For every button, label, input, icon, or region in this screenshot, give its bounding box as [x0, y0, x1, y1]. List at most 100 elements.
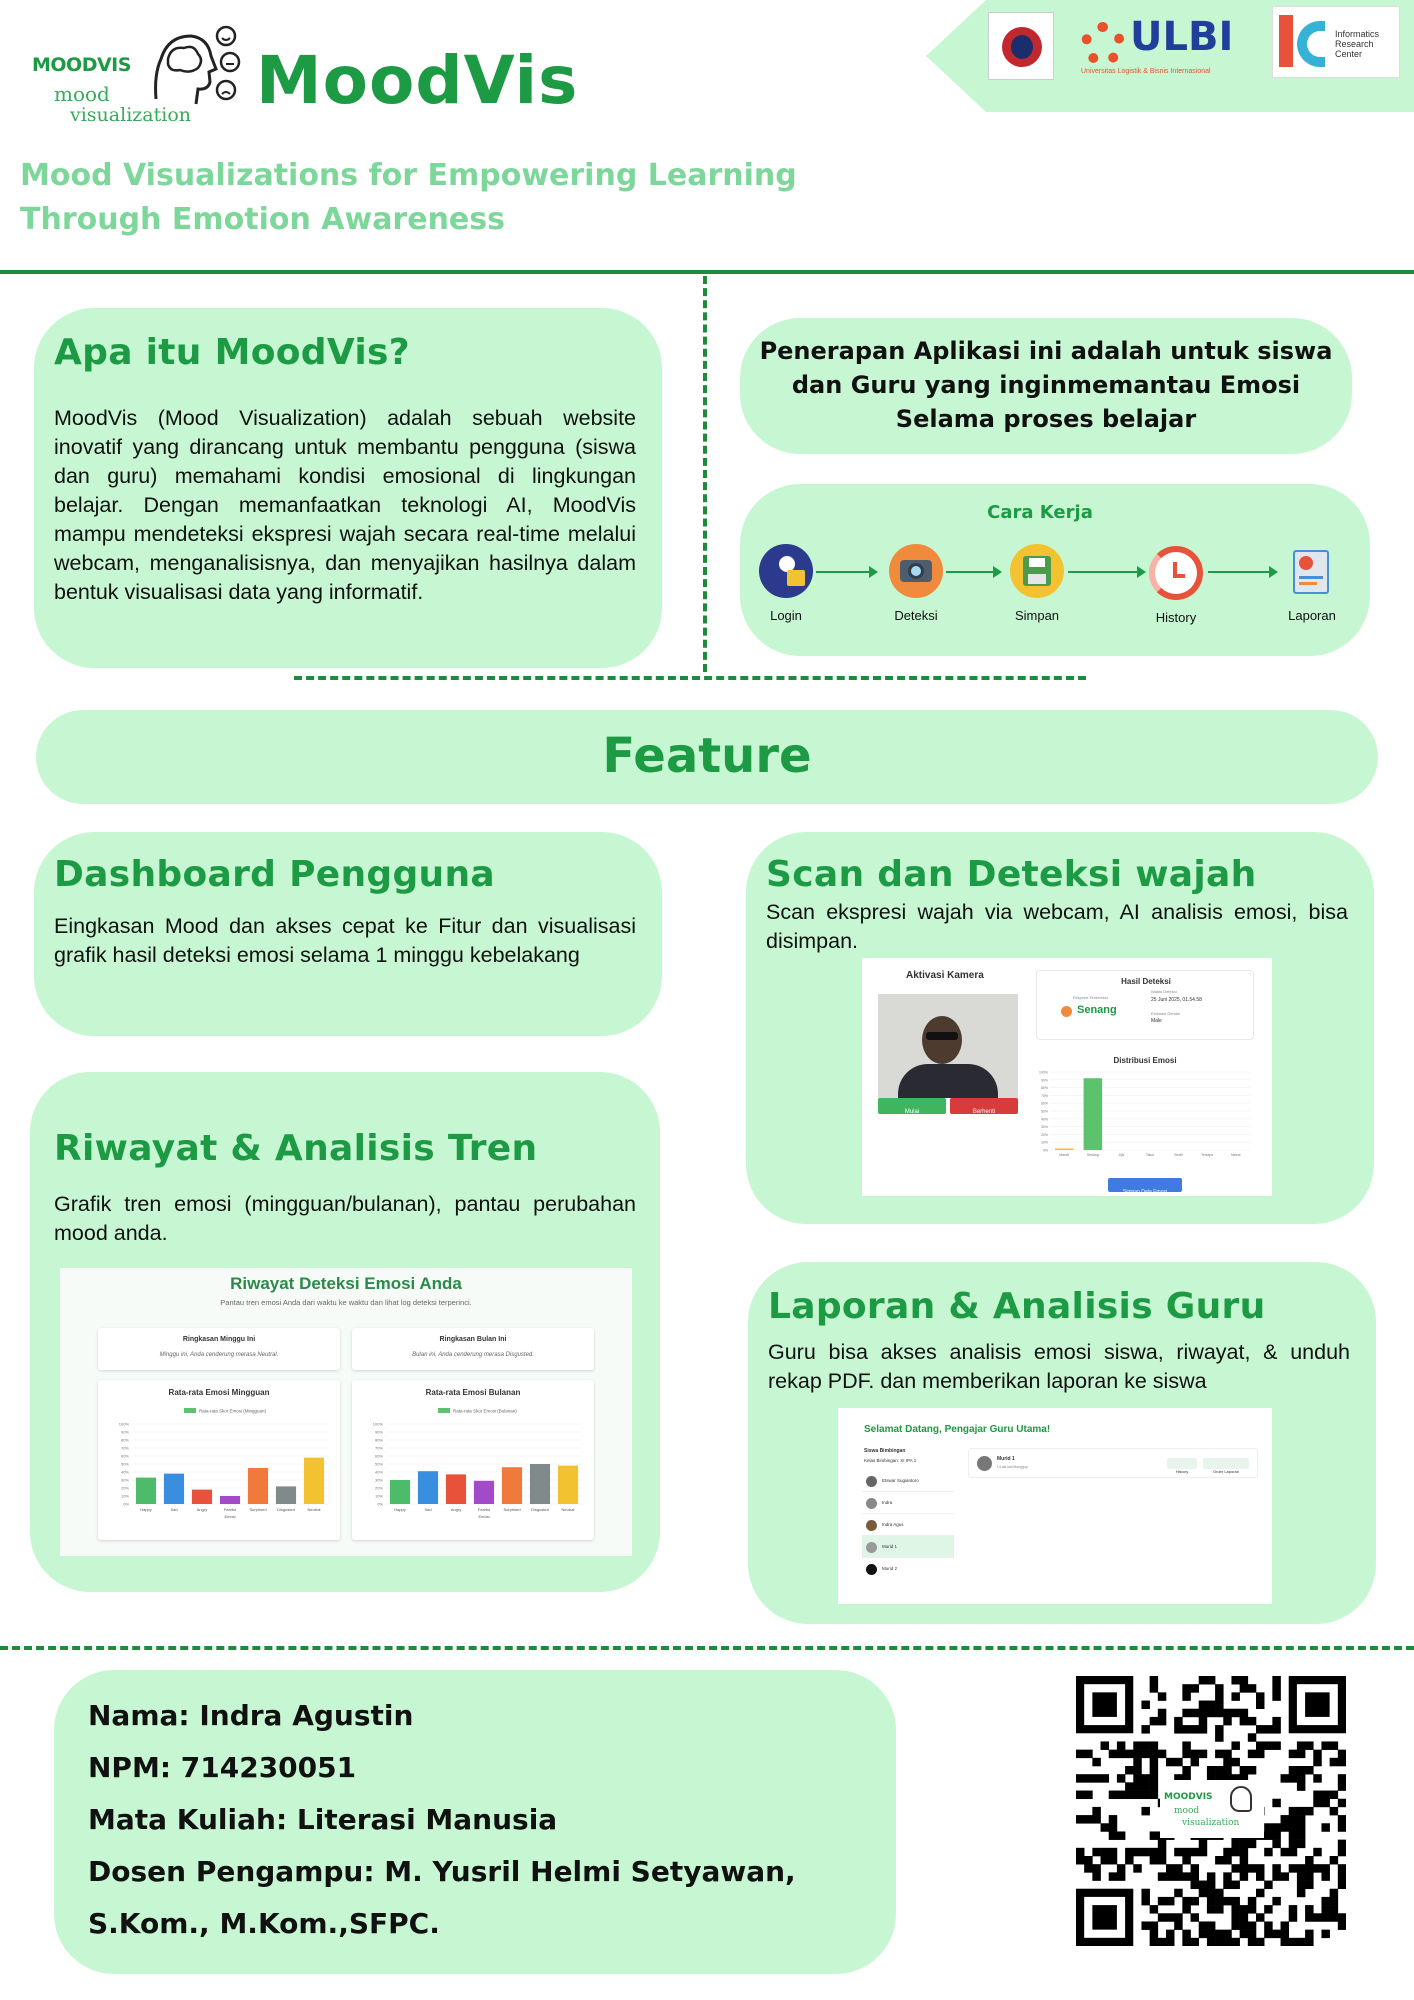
legend-label: Rata-rata Skor Emosi (Bulanan): [453, 1409, 517, 1414]
qr-module: [1198, 1921, 1208, 1930]
qr-module: [1198, 1847, 1208, 1857]
weekly-emotion-chart: Rata-rata Skor Emosi (Mingguan)0%10%20%3…: [119, 1408, 328, 1519]
save-emotion-label: Simpan Data Emosi: [1122, 1189, 1168, 1195]
qr-module: [1288, 1774, 1298, 1783]
start-camera-button[interactable]: Mulai: [878, 1098, 946, 1115]
history-shot-subtitle: Pantau tren emosi Anda dari waktu ke wak…: [220, 1298, 472, 1307]
qr-module: [1206, 1896, 1216, 1906]
qr-module: [1100, 1847, 1110, 1857]
qr-module: [1264, 1847, 1273, 1857]
y-tick-label: 70%: [1041, 1094, 1048, 1098]
qr-module: [1206, 1872, 1216, 1881]
qr-module: [1231, 1864, 1240, 1873]
qr-module: [1272, 1741, 1281, 1750]
author-info: Nama: Indra Agustin NPM: 714230051 Mata …: [88, 1690, 796, 1950]
qr-module: [1288, 1815, 1298, 1824]
student-item[interactable]: Indra: [862, 1492, 954, 1514]
monthly-chart-head: Rata-rata Emosi Bulanan: [425, 1388, 521, 1397]
qr-module: [1337, 1847, 1346, 1857]
emotion-label: Ekspresi Terdeteksi: [1073, 995, 1108, 1000]
qr-module: [1215, 1684, 1224, 1693]
qr-module: [1206, 1774, 1216, 1783]
qr-module: [1149, 1782, 1159, 1791]
qr-module: [1166, 1872, 1175, 1881]
selected-student-name: Murid 1: [997, 1456, 1015, 1462]
qr-module: [1296, 1880, 1306, 1890]
workflow-step-label: History: [1155, 610, 1197, 625]
qr-module: [1223, 1937, 1232, 1946]
teacher-title: Laporan & Analisis Guru: [768, 1286, 1266, 1327]
qr-module: [1133, 1749, 1142, 1759]
qr-module: [1264, 1921, 1273, 1930]
qr-module: [1190, 1708, 1200, 1718]
y-tick-label: 90%: [1041, 1078, 1048, 1082]
qr-module: [1247, 1716, 1257, 1726]
report-icon: [1285, 544, 1339, 598]
teacher-welcome: Selamat Datang, Pengajar Guru Utama!: [864, 1424, 1051, 1435]
history-button[interactable]: History: [1167, 1458, 1197, 1474]
qr-module: [1125, 1790, 1134, 1800]
bar: [417, 1471, 439, 1504]
qr-module: [1313, 1913, 1322, 1922]
workflow-step-label: Deteksi: [894, 608, 938, 623]
monthly-emotion-chart: Rata-rata Skor Emosi (Bulanan)0%10%20%30…: [373, 1408, 582, 1519]
qr-module: [1247, 1839, 1257, 1849]
order-report-button[interactable]: Order Laporan: [1203, 1458, 1249, 1474]
qr-module: [1247, 1864, 1257, 1873]
scan-title: Scan dan Deteksi wajah: [766, 854, 1257, 895]
qr-module: [1206, 1708, 1216, 1718]
qr-module: [1305, 1806, 1314, 1816]
qr-module: [1329, 1806, 1339, 1816]
student-item-selected[interactable]: Murid 1: [862, 1536, 954, 1558]
qr-module: [1116, 1774, 1126, 1783]
student-item[interactable]: Etswar Sugiantoro: [862, 1470, 954, 1492]
stop-camera-button[interactable]: Berhenti: [950, 1098, 1018, 1115]
qr-code[interactable]: MOODVIS mood visualization: [1076, 1676, 1346, 1946]
qr-module: [1141, 1725, 1150, 1734]
qr-module: [1149, 1684, 1159, 1693]
avatar: [866, 1520, 877, 1531]
monthly-summary-card: Ringkasan Bulan Ini Bulan ini, Anda cend…: [352, 1328, 594, 1370]
x-tick-label: Fearful: [478, 1507, 491, 1512]
qr-module: [1190, 1896, 1200, 1906]
bar: [389, 1480, 411, 1504]
qr-module: [1256, 1700, 1265, 1710]
qr-module: [1296, 1839, 1306, 1849]
weekly-chart-head: Rata-rata Emosi Mingguan: [168, 1388, 270, 1397]
qr-module: [1231, 1896, 1240, 1906]
qr-module: [1198, 1839, 1208, 1849]
qr-module: [1116, 1831, 1126, 1840]
qr-module: [1149, 1741, 1159, 1750]
student-item[interactable]: Indra Agus: [862, 1514, 954, 1536]
qr-module: [1133, 1790, 1142, 1800]
y-tick-label: 0%: [123, 1502, 129, 1507]
qr-module: [1329, 1905, 1339, 1914]
happy-face-icon: [1061, 1006, 1072, 1017]
qr-module: [1313, 1798, 1322, 1808]
scan-card: Scan dan Deteksi wajah Scan ekspresi waj…: [746, 832, 1374, 1224]
history-button-label: History: [1175, 1469, 1189, 1474]
save-emotion-button[interactable]: Simpan Data Emosi: [1108, 1178, 1182, 1195]
qr-module: [1223, 1757, 1232, 1767]
qr-module: [1313, 1757, 1322, 1767]
logo-visualization-text: visualization: [70, 104, 192, 126]
x-tick-label: Neutral: [562, 1507, 575, 1512]
qr-module: [1337, 1823, 1346, 1832]
workflow-arrow: [816, 566, 878, 578]
qr-module: [1239, 1766, 1249, 1775]
x-tick-label: Takut: [1146, 1153, 1154, 1157]
about-text: MoodVis (Mood Visualization) adalah sebu…: [54, 406, 636, 604]
qr-module: [1223, 1847, 1232, 1857]
qr-module: [1288, 1864, 1298, 1873]
qr-module: [1247, 1937, 1257, 1946]
qr-module: [1321, 1905, 1330, 1914]
qr-module: [1337, 1872, 1346, 1881]
student-item[interactable]: Murid 2: [862, 1558, 954, 1580]
qr-module: [1215, 1733, 1224, 1742]
y-tick-label: 80%: [121, 1438, 129, 1443]
qr-module: [1190, 1913, 1200, 1922]
workflow-arrow: [1208, 566, 1278, 578]
qr-module: [1231, 1905, 1240, 1914]
footer-divider: [0, 1646, 1414, 1650]
qr-module: [1157, 1839, 1167, 1849]
